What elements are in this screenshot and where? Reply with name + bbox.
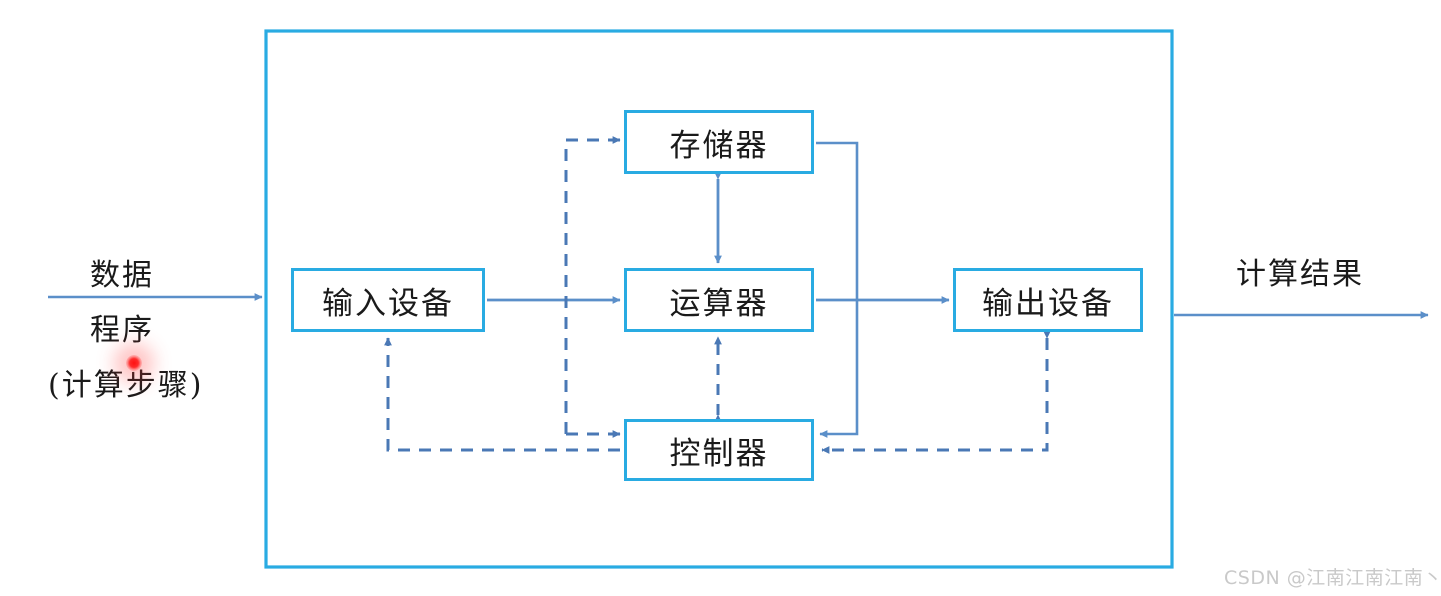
node-input-device[interactable]: 输入设备 — [291, 268, 485, 332]
node-memory-label: 存储器 — [669, 127, 769, 164]
control-to-input — [384, 337, 620, 452]
laser-pointer-dot — [126, 355, 142, 371]
computer-boundary — [264, 29, 1174, 569]
label-computed-result: 计算结果 — [1236, 257, 1364, 292]
node-arithmetic-unit[interactable]: 运算器 — [624, 268, 814, 332]
label-input-steps: (计算步骤) — [48, 368, 204, 403]
control-to-memory — [564, 136, 621, 434]
csdn-watermark: CSDN @江南江南江南丶 — [1224, 567, 1441, 589]
memory-to-control — [816, 141, 859, 438]
node-memory[interactable]: 存储器 — [624, 110, 814, 174]
node-output-device[interactable]: 输出设备 — [953, 268, 1143, 332]
node-output-device-label: 输出设备 — [982, 285, 1114, 322]
output-to-control — [821, 330, 1051, 454]
node-controller[interactable]: 控制器 — [624, 419, 814, 481]
node-arithmetic-unit-label: 运算器 — [669, 285, 769, 322]
label-input-data: 数据 — [90, 258, 154, 293]
node-controller-label: 控制器 — [669, 435, 769, 472]
node-input-device-label: 输入设备 — [322, 285, 454, 322]
label-input-program: 程序 — [90, 313, 154, 348]
